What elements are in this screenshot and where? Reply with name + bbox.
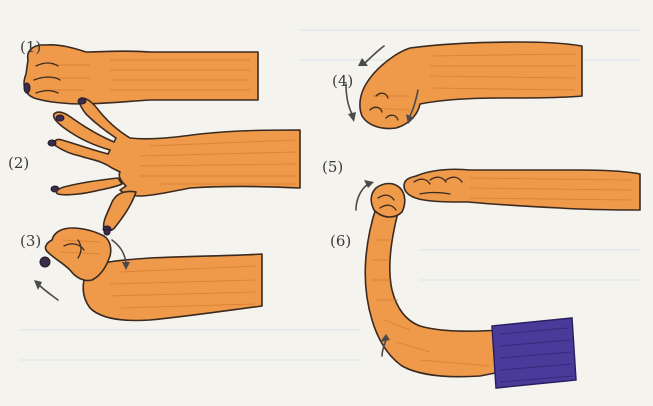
- step-label-2: (2): [8, 154, 29, 172]
- step-label-1: (1): [20, 38, 41, 56]
- step-2-open-hand: [48, 98, 300, 232]
- step-5-fist-horizontal: [404, 169, 640, 210]
- step-4-fist-down: [346, 42, 582, 129]
- step-label-4: (4): [332, 72, 353, 90]
- step-label-3: (3): [20, 232, 41, 250]
- step-3-wrist-flex: [34, 228, 262, 321]
- step-label-6: (6): [330, 232, 351, 250]
- step-1-fist: [24, 45, 258, 104]
- step-label-5: (5): [322, 158, 343, 176]
- step-6-arm-raised: [356, 180, 576, 388]
